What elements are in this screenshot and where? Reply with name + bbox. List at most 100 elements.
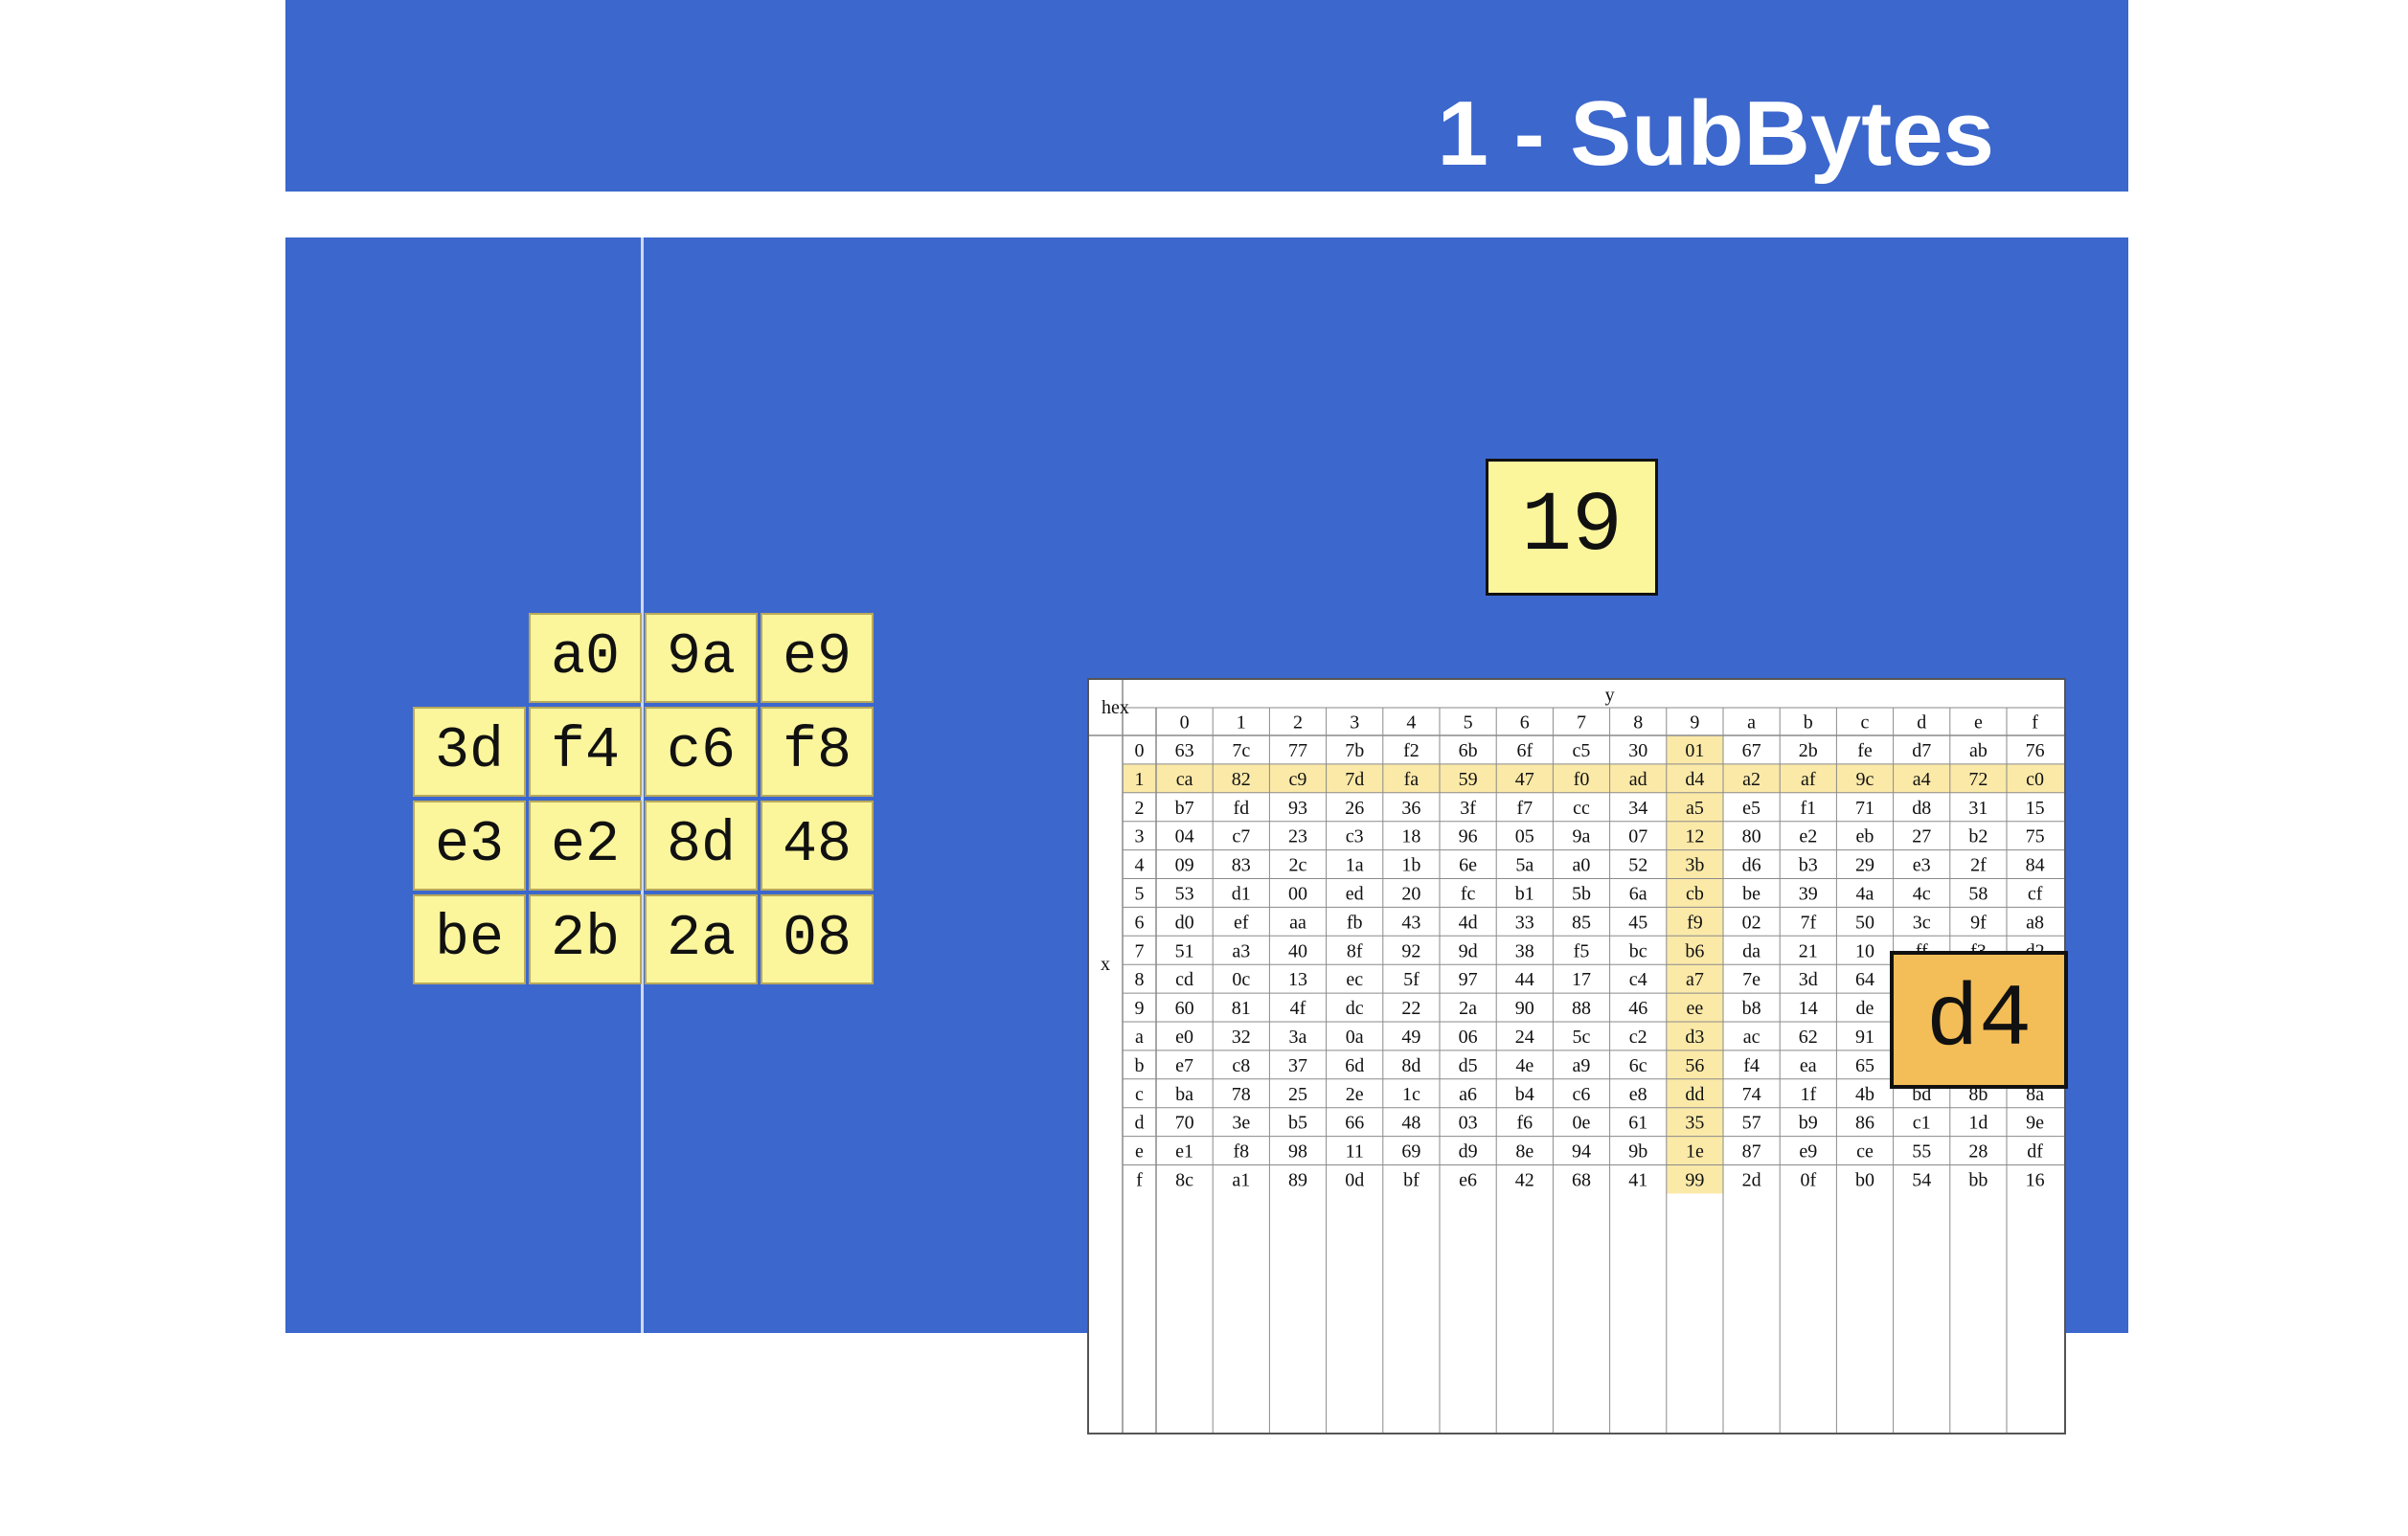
- sbox-cell: 6d: [1345, 1055, 1364, 1076]
- sbox-cell: d1: [1232, 883, 1251, 904]
- row-header: 2: [1135, 798, 1145, 819]
- sbox-cell: 1e: [1686, 1141, 1704, 1163]
- sbox-cell: 6a: [1629, 883, 1647, 904]
- sbox-cell: 34: [1628, 798, 1647, 819]
- sbox-cell: fe: [1857, 740, 1873, 761]
- state-cell: e2: [529, 801, 642, 891]
- sbox-cell: 00: [1288, 883, 1307, 904]
- sbox-cell: b8: [1742, 998, 1761, 1019]
- sbox-cell: 6b: [1459, 740, 1478, 761]
- sbox-cell: ec: [1346, 969, 1363, 990]
- sbox-cell: 7e: [1742, 969, 1761, 990]
- sbox-cell: b6: [1685, 940, 1704, 961]
- sbox-cell: 87: [1742, 1141, 1761, 1163]
- sbox-cell: 41: [1628, 1169, 1647, 1190]
- sbox-cell: 18: [1401, 826, 1420, 847]
- sbox-cell: a2: [1742, 769, 1761, 790]
- sbox-cell: 84: [2026, 855, 2045, 876]
- sbox-cell: 1b: [1401, 855, 1420, 876]
- corner-label: hex: [1102, 697, 1129, 718]
- sbox-cell: a1: [1232, 1169, 1250, 1190]
- state-cell: 2b: [529, 894, 642, 984]
- sbox-cell: 12: [1685, 826, 1704, 847]
- sbox-cell: 3f: [1460, 798, 1476, 819]
- state-cell: be: [413, 894, 526, 984]
- sbox-cell: c3: [1346, 826, 1364, 847]
- sbox-cell: 13: [1288, 969, 1307, 990]
- sbox-cell: 96: [1459, 826, 1478, 847]
- sbox-cell: 8f: [1347, 940, 1363, 961]
- sbox-cell: 59: [1459, 769, 1478, 790]
- sbox-cell: 28: [1968, 1141, 1988, 1163]
- sbox-cell: c1: [1913, 1113, 1931, 1134]
- sbox-cell: b7: [1175, 798, 1194, 819]
- sbox-cell: 14: [1799, 998, 1818, 1019]
- sbox-cell: 82: [1232, 769, 1251, 790]
- sbox-cell: 25: [1288, 1084, 1307, 1105]
- sbox-cell: a4: [1913, 769, 1931, 790]
- sbox-cell: f2: [1403, 740, 1420, 761]
- column-header: 5: [1464, 712, 1473, 734]
- sbox-cell: a7: [1686, 969, 1704, 990]
- sbox-cell: 9c: [1856, 769, 1874, 790]
- sbox-cell: 2e: [1346, 1084, 1364, 1105]
- sbox-cell: 86: [1855, 1113, 1874, 1134]
- sbox-cell: a9: [1573, 1055, 1591, 1076]
- sbox-cell: 10: [1855, 940, 1874, 961]
- sbox-cell: 88: [1572, 998, 1591, 1019]
- sbox-cell: 98: [1288, 1141, 1307, 1163]
- sbox-cell: 1a: [1346, 855, 1364, 876]
- sbox-cell: 61: [1628, 1113, 1647, 1134]
- sbox-cell: 11: [1346, 1141, 1364, 1163]
- column-header: b: [1804, 712, 1813, 734]
- state-cell: 8d: [645, 801, 758, 891]
- sbox-cell: 37: [1288, 1055, 1307, 1076]
- column-header: 0: [1180, 712, 1190, 734]
- sbox-cell: a3: [1232, 940, 1250, 961]
- sbox-cell: cf: [2028, 883, 2043, 904]
- column-header: 2: [1293, 712, 1303, 734]
- sbox-cell: 22: [1401, 998, 1420, 1019]
- sbox-cell: 7d: [1345, 769, 1364, 790]
- sbox-cell: 94: [1572, 1141, 1591, 1163]
- sbox-cell: 80: [1742, 826, 1761, 847]
- sbox-cell: 5c: [1573, 1027, 1591, 1048]
- sbox-cell: 81: [1232, 998, 1251, 1019]
- row-header: c: [1135, 1084, 1144, 1105]
- sbox-cell: 6e: [1459, 855, 1477, 876]
- sbox-cell: 97: [1459, 969, 1478, 990]
- column-header: 4: [1406, 712, 1416, 734]
- sbox-cell: 20: [1401, 883, 1420, 904]
- sbox-cell: 03: [1459, 1113, 1478, 1134]
- state-cell: 48: [761, 801, 874, 891]
- sbox-cell: 4b: [1855, 1084, 1874, 1105]
- sbox-cell: e5: [1742, 798, 1761, 819]
- sbox-cell: ca: [1176, 769, 1193, 790]
- sbox-cell: 16: [2026, 1169, 2045, 1190]
- sbox-cell: ab: [1969, 740, 1988, 761]
- sbox-cell: 21: [1799, 940, 1818, 961]
- sbox-cell: 7c: [1232, 740, 1250, 761]
- sbox-cell: 2f: [1970, 855, 1987, 876]
- sbox-cell: ba: [1175, 1084, 1193, 1105]
- substituted-byte-box: d4: [1890, 951, 2068, 1089]
- sbox-cell: 3e: [1232, 1113, 1250, 1134]
- sbox-cell: 92: [1401, 940, 1420, 961]
- state-cell: 2a: [645, 894, 758, 984]
- sbox-cell: bb: [1968, 1169, 1988, 1190]
- sbox-cell: ea: [1800, 1055, 1817, 1076]
- sbox-cell: 26: [1345, 798, 1364, 819]
- sbox-cell: 9b: [1628, 1141, 1647, 1163]
- sbox-cell: f8: [1233, 1141, 1249, 1163]
- state-cell: 08: [761, 894, 874, 984]
- divider-line: [641, 237, 644, 1333]
- sbox-cell: 06: [1459, 1027, 1478, 1048]
- sbox-cell: 40: [1288, 940, 1307, 961]
- sbox-cell: 30: [1628, 740, 1647, 761]
- sbox-cell: 43: [1401, 912, 1420, 933]
- row-header: 4: [1135, 855, 1145, 876]
- sbox-cell: 90: [1515, 998, 1534, 1019]
- sbox-cell: 36: [1401, 798, 1420, 819]
- sbox-cell: 02: [1742, 912, 1761, 933]
- sbox-cell: 91: [1855, 1027, 1874, 1048]
